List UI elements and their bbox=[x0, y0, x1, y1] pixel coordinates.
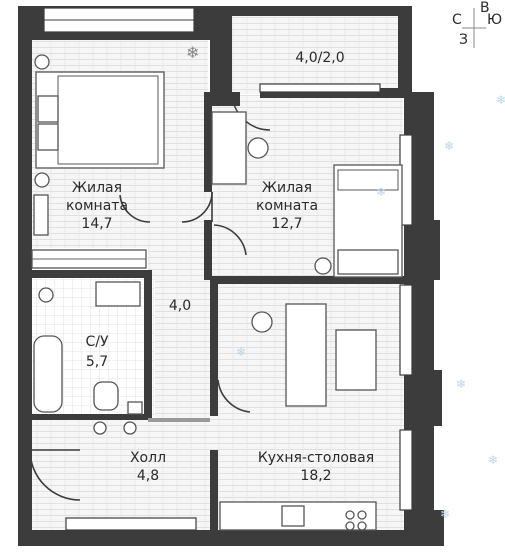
bedroom1-furniture: ❄ bbox=[31, 45, 199, 269]
bathroom-name: С/У bbox=[85, 334, 108, 350]
interior-walls bbox=[30, 92, 406, 530]
bedroom2-furniture bbox=[211, 111, 403, 278]
kitchen-furniture bbox=[219, 303, 377, 531]
windows bbox=[43, 7, 413, 531]
compass-east: В bbox=[480, 0, 490, 16]
bathroom-area: 5,7 bbox=[86, 354, 108, 370]
compass: С В Ю З bbox=[452, 0, 502, 48]
bedroom1-name-line1: Жилая bbox=[72, 180, 122, 196]
compass-south: Ю bbox=[487, 12, 502, 28]
bedroom1-name-line2: комната bbox=[66, 198, 128, 214]
compass-north: С bbox=[452, 12, 462, 28]
svg-text:❄: ❄ bbox=[236, 345, 246, 359]
kitchen-area: 18,2 bbox=[300, 468, 331, 484]
svg-text:❄: ❄ bbox=[376, 185, 386, 199]
svg-text:❄: ❄ bbox=[186, 45, 199, 62]
svg-text:❄: ❄ bbox=[488, 453, 498, 467]
corridor-area: 4,0 bbox=[169, 298, 191, 314]
bedroom2-name-line1: Жилая bbox=[262, 180, 312, 196]
room-labels: Жилая комната 14,7 Жилая комната 12,7 4,… bbox=[66, 50, 374, 484]
bedroom1-area: 14,7 bbox=[81, 216, 112, 232]
svg-text:❄: ❄ bbox=[496, 93, 505, 107]
balcony-area: 4,0/2,0 bbox=[295, 50, 344, 66]
svg-text:❄: ❄ bbox=[440, 507, 450, 521]
bedroom2-name-line2: комната bbox=[256, 198, 318, 214]
svg-text:❄: ❄ bbox=[456, 377, 466, 391]
compass-west: З bbox=[459, 32, 468, 48]
hall-name: Холл bbox=[130, 450, 166, 466]
kitchen-name: Кухня-столовая bbox=[258, 450, 374, 466]
bathroom-fixtures bbox=[33, 281, 143, 435]
svg-text:❄: ❄ bbox=[444, 139, 454, 153]
snowflake-decor: ❄ ❄ ❄ ❄ ❄ ❄ ❄ bbox=[236, 93, 505, 521]
bedroom2-area: 12,7 bbox=[271, 216, 302, 232]
hall-area: 4,8 bbox=[137, 468, 159, 484]
